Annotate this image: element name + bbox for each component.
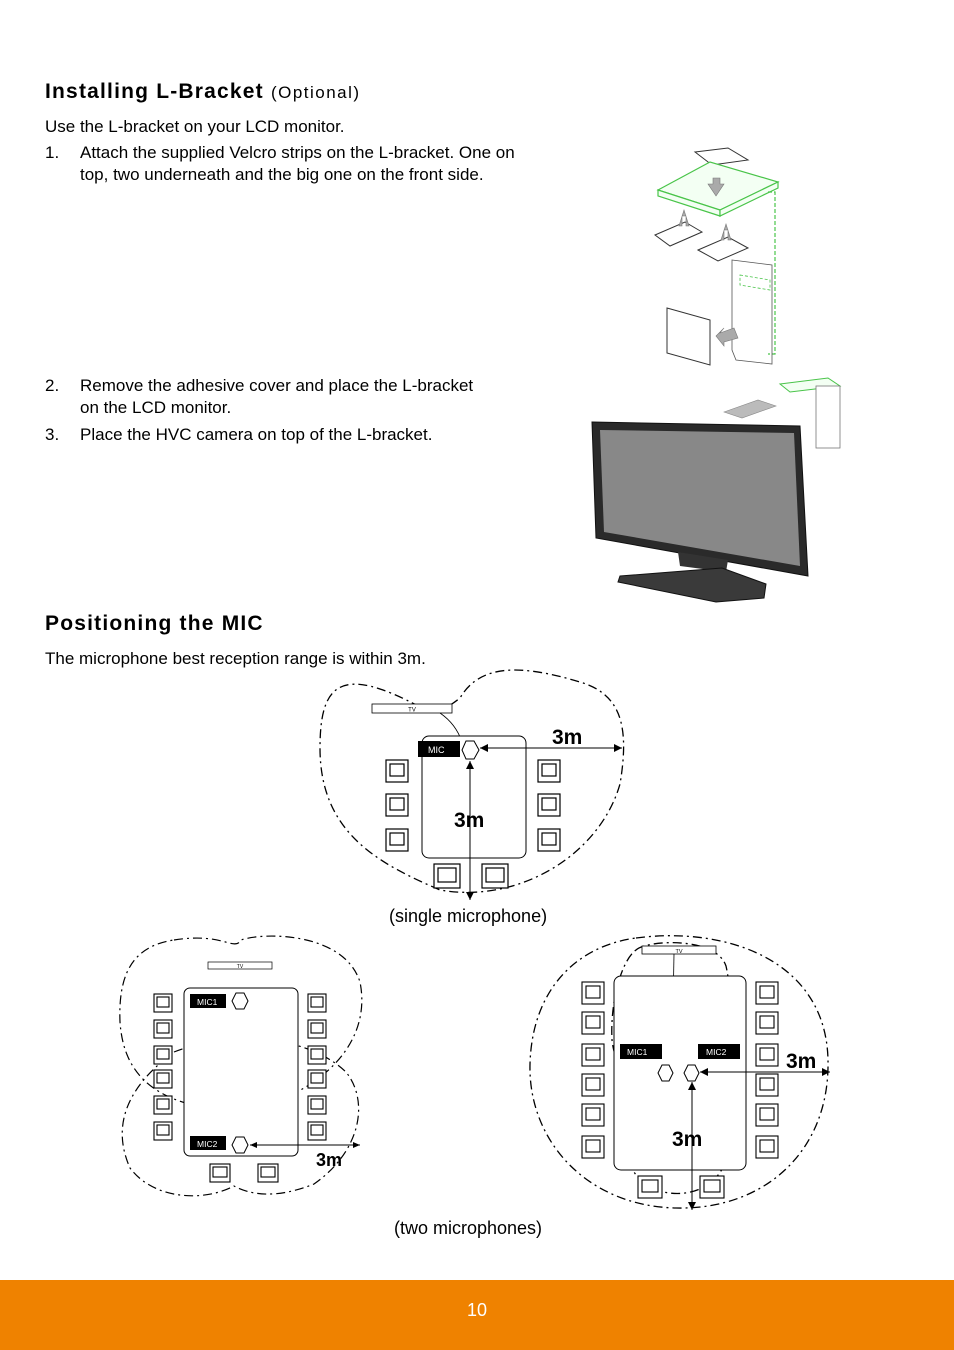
section-title-l-bracket: Installing L-Bracket (Optional) [45,80,361,104]
l-bracket-intro: Use the L-bracket on your LCD monitor. [45,117,345,136]
optional-label: (Optional) [270,83,361,102]
section-title-mic: Positioning the MIC [45,612,264,635]
step-2: 2. Remove the adhesive cover and place t… [45,375,485,419]
monitor-neck [678,552,728,572]
step-number: 3. [45,425,60,444]
bracket-on-monitor [723,377,842,449]
mic2-icon [683,1064,700,1082]
range-label-vertical: 3m [454,809,484,832]
tv-box [207,961,273,970]
step-number: 2. [45,376,60,395]
mic1-label: MIC1 [627,1047,648,1057]
mic2-label-box [190,1136,226,1150]
step-text: Remove the adhesive cover and place the … [80,376,474,417]
mic-intro: The microphone best reception range is w… [45,649,426,668]
tv-label: TV [408,708,416,714]
l-bracket-velcro-illustration [654,147,780,366]
mic-label-box [418,741,460,757]
tv-box [371,703,453,714]
monitor-base [617,567,767,603]
mic1-icon [231,992,249,1010]
reception-range-outline-bottom [121,1038,360,1197]
conference-table [421,735,527,859]
caption-single-microphone: (single microphone) [389,906,548,926]
conference-table [613,975,747,1171]
tv-label: TV [675,949,682,955]
mic1-icon [657,1064,674,1082]
page-number: 10 [466,1300,488,1320]
mic2-label: MIC2 [197,1139,218,1149]
mic2-label: MIC2 [706,1047,727,1057]
lcd-monitor-illustration [591,377,842,603]
range-label-vertical: 3m [672,1128,702,1151]
caption-two-microphones: (two microphones) [394,1218,543,1238]
range-label: 3m [316,1150,342,1170]
mic-icon [461,740,480,760]
reception-range-outline [319,669,625,893]
step-text: Place the HVC camera on top of the L-bra… [80,425,433,444]
mic2-icon [231,1136,249,1154]
step-number: 1. [45,143,60,162]
step-1: 1. Attach the supplied Velcro strips on … [45,142,515,186]
range-label-horizontal: 3m [786,1050,816,1073]
mic1-label-box [620,1044,662,1059]
conference-table [183,987,299,1157]
section-title-text: Installing L-Bracket [45,80,264,103]
tv-label: TV [237,964,244,970]
mic-label: MIC [428,745,445,755]
step-3: 3. Place the HVC camera on top of the L-… [45,424,515,446]
two-mic-diagram-left: TV MIC1 MIC2 3m [119,935,363,1197]
single-mic-diagram: TV MIC 3m 3m [319,669,625,900]
two-mic-diagram-right: TV MIC1 MIC2 3m 3m [529,935,830,1210]
step-text: Attach the supplied Velcro strips on the… [80,143,515,184]
mic1-label: MIC1 [197,997,218,1007]
page-footer: 10 [0,1280,954,1350]
range-label-horizontal: 3m [552,726,582,749]
tv-box [641,945,717,955]
reception-range-outline-inner [611,942,730,1081]
mic2-label-box [698,1044,740,1059]
monitor-screen [600,430,800,566]
mic1-label-box [190,994,226,1008]
